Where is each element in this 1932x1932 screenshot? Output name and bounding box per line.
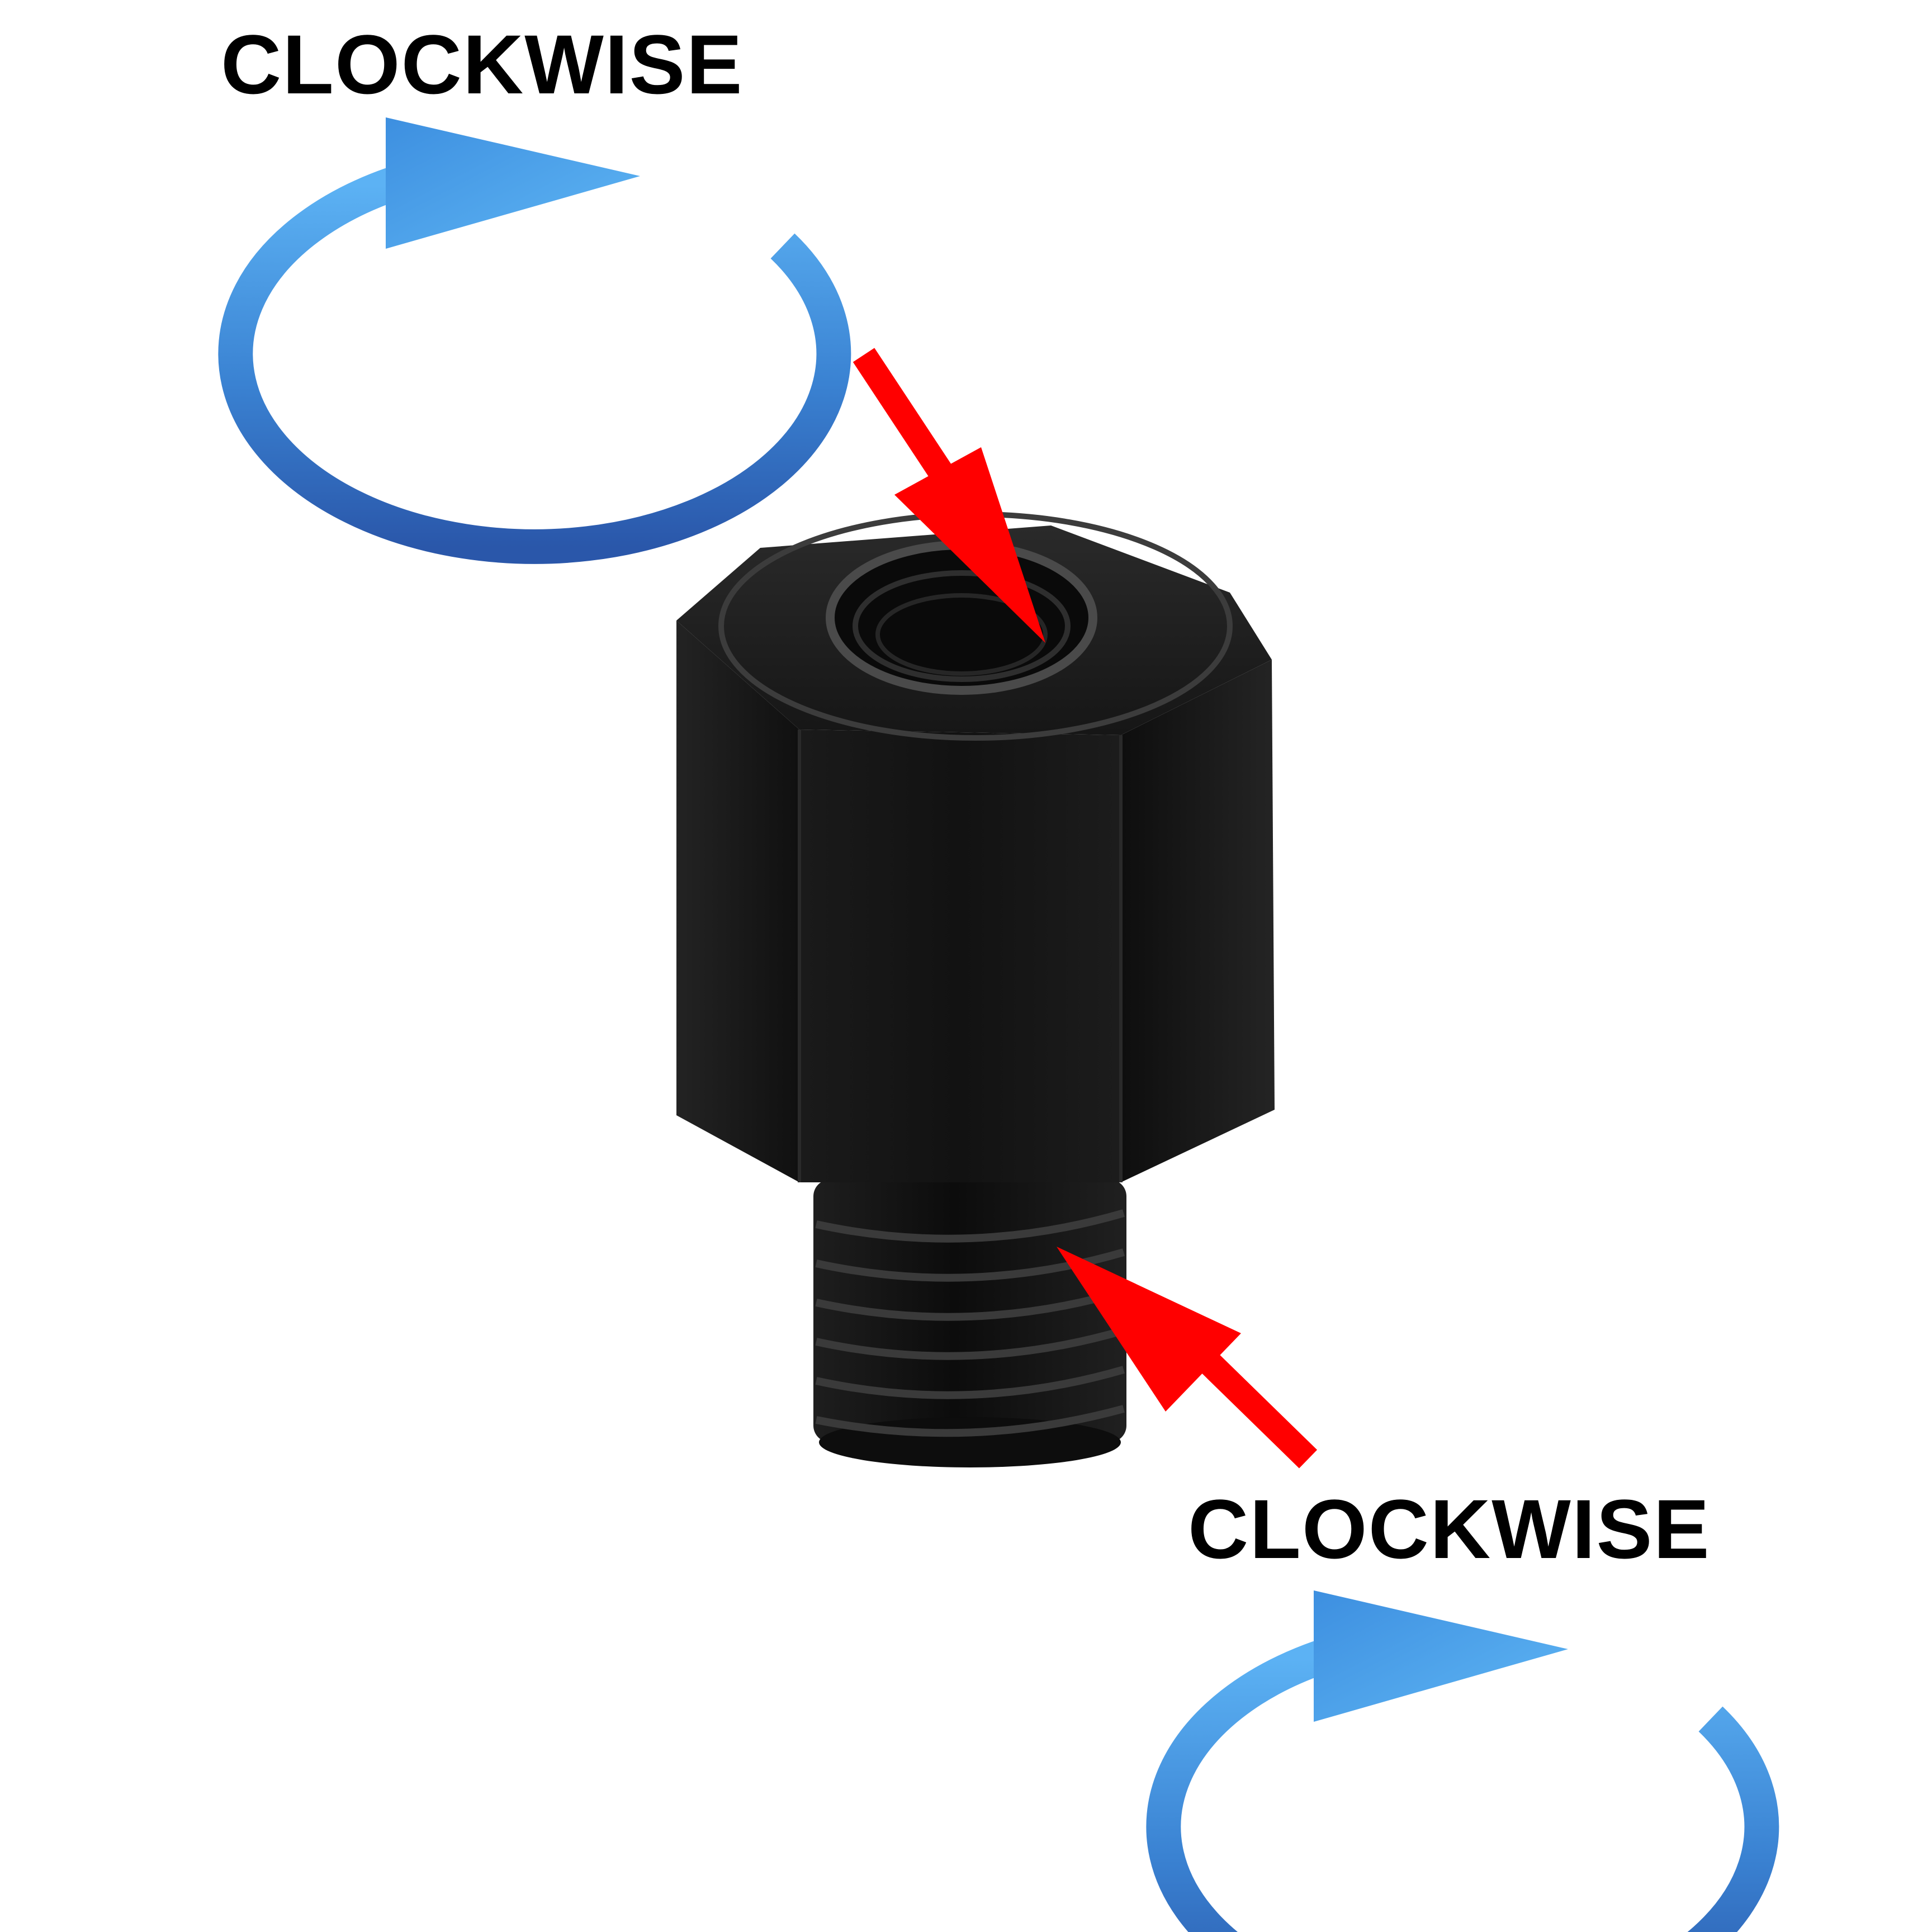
clockwise-rotation-icon bbox=[218, 117, 851, 564]
clockwise-label-top: CLOCKWISE bbox=[221, 17, 744, 111]
clockwise-label-bottom: CLOCKWISE bbox=[1188, 1482, 1711, 1576]
red-pointer-arrow-icon bbox=[853, 348, 1045, 643]
hex-adapter-body bbox=[676, 512, 1275, 1182]
threaded-stud bbox=[813, 1180, 1126, 1467]
red-pointer-arrow-icon bbox=[1057, 1247, 1318, 1469]
clockwise-rotation-icon bbox=[1146, 1590, 1779, 1932]
